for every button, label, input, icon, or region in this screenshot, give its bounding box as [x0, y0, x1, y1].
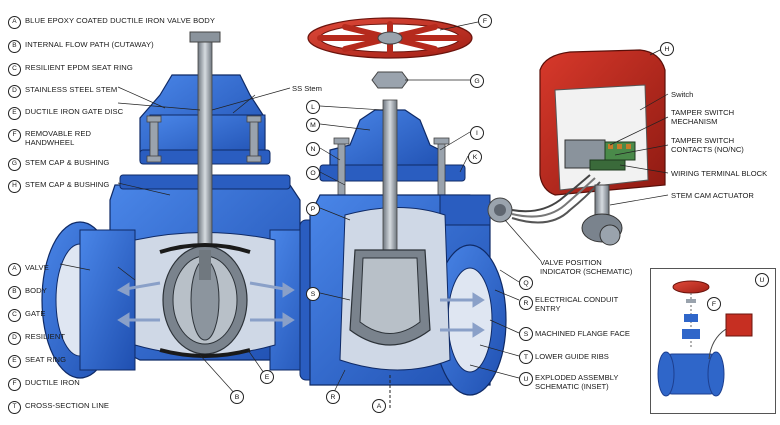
badge-b-left-valve: B	[230, 390, 244, 404]
badge-s-flange: S	[519, 327, 533, 341]
badge-r-bottom: R	[326, 390, 340, 404]
callout-wiring-block: WIRING TERMINAL BLOCK	[671, 169, 768, 178]
callout-stem-cam: STEM CAM ACTUATOR	[671, 191, 754, 200]
tamper-switch-assembly	[511, 49, 666, 246]
badge-q: Q	[519, 276, 533, 290]
callout-valve-position: VALVE POSITION INDICATOR (SCHEMATIC)	[540, 258, 633, 276]
badge-f-inset: F	[707, 297, 721, 311]
inset-drawing	[657, 280, 753, 397]
badge-s-left: S	[306, 287, 320, 301]
badge-f-handwheel: F	[478, 14, 492, 28]
callout-guide-ribs: LOWER GUIDE RIBS	[535, 352, 609, 361]
callout-flange-face: MACHINED FLANGE FACE	[535, 329, 630, 338]
badge-u-exploded: U	[519, 372, 533, 386]
badge-k: K	[468, 150, 482, 164]
exploded-assembly-inset: U F	[650, 268, 776, 414]
badge-m: M	[306, 118, 320, 132]
badge-g-nut: G	[470, 74, 484, 88]
callout-ss-stem: SS Stem	[292, 84, 322, 93]
callout-conduit-entry: ELECTRICAL CONDUIT ENTRY	[535, 295, 619, 313]
badge-l: L	[306, 100, 320, 114]
badge-h-box: H	[660, 42, 674, 56]
callout-tamper-contacts: TAMPER SWITCH CONTACTS (NO/NC)	[671, 136, 744, 154]
badge-e-left-valve: E	[260, 370, 274, 384]
badge-a-bottom: A	[372, 399, 386, 413]
badge-p: P	[306, 202, 320, 216]
callout-tamper-mechanism: TAMPER SWITCH MECHANISM	[671, 108, 735, 126]
badge-i: I	[470, 126, 484, 140]
badge-o: O	[306, 166, 320, 180]
badge-n: N	[306, 142, 320, 156]
badge-t-ribs: T	[519, 350, 533, 364]
badge-u-inset: U	[755, 273, 769, 287]
center-valve	[307, 17, 513, 410]
callout-exploded-assembly: EXPLODED ASSEMBLY SCHEMATIC (INSET)	[535, 373, 619, 391]
callout-switch: Switch	[671, 90, 694, 99]
badge-r-conduit: R	[519, 296, 533, 310]
